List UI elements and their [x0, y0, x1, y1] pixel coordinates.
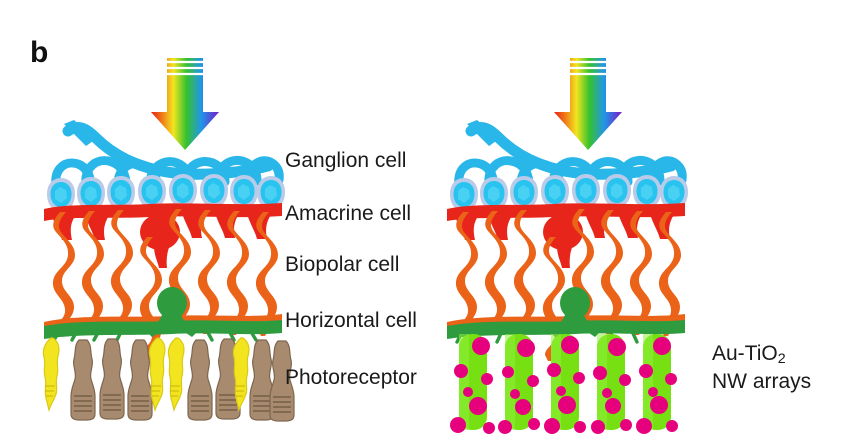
photoreceptor-layer-left	[42, 337, 295, 422]
horizontal-cell-soma	[560, 287, 590, 319]
nerve-fiber-layer-right	[454, 120, 687, 191]
label-amacrine-cell: Amacrine cell	[285, 202, 412, 225]
label-nanowire-line1: Au-TiO2	[712, 341, 811, 369]
rainbow-light-arrow-left	[151, 58, 219, 150]
horizontal-cell-soma	[157, 287, 187, 319]
panel-healthy-retina	[42, 58, 295, 422]
nanowire-array	[450, 334, 678, 434]
label-nanowire-arrays: Au-TiO2 NW arrays	[712, 341, 811, 395]
gold-nanoparticles	[450, 336, 678, 434]
label-nanowire-subscript: 2	[777, 351, 786, 368]
label-nanowire-formula: Au-TiO	[712, 342, 778, 365]
label-nanowire-line2: NW arrays	[712, 369, 812, 393]
label-ganglion-cell: Ganglion cell	[285, 149, 407, 172]
label-photoreceptor: Photoreceptor	[285, 366, 417, 389]
panel-nanowire-implant-retina	[447, 58, 688, 434]
panel-letter-b: b	[30, 36, 49, 69]
label-horizontal-cell: Horizontal cell	[285, 309, 417, 332]
rainbow-light-arrow-right	[554, 58, 622, 150]
horizontal-cell-layer-left	[44, 287, 282, 342]
horizontal-cell-layer-right	[447, 287, 685, 344]
label-bipolar-cell: Biopolar cell	[285, 253, 400, 276]
